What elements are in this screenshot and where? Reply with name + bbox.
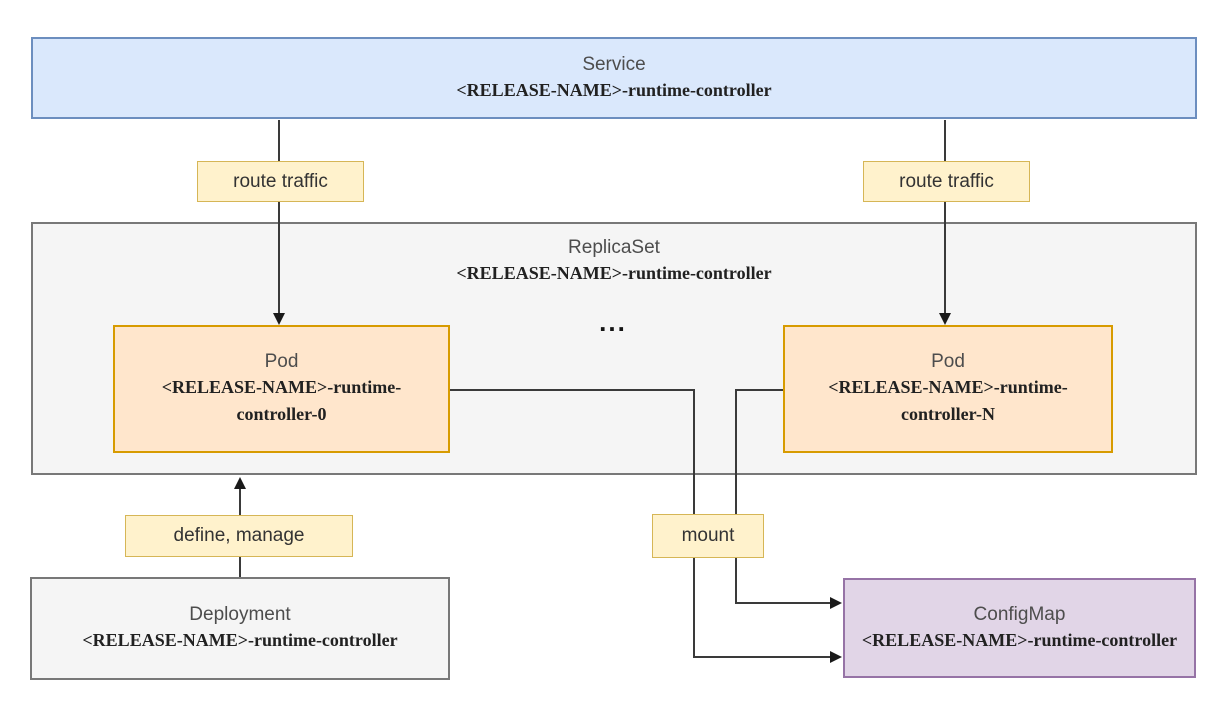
service-title: Service	[582, 53, 646, 75]
deployment-name: <RELEASE-NAME>-runtime-controller	[82, 630, 398, 650]
replicaset-title: ReplicaSet	[568, 237, 660, 258]
configmap-title: ConfigMap	[973, 603, 1066, 625]
arrowhead-down-pod0-icon	[273, 313, 285, 325]
arrowhead-down-podn-icon	[939, 313, 951, 325]
edge-service-podn	[944, 120, 946, 314]
arrowhead-up-replicaset-icon	[234, 477, 246, 489]
replicaset-name: <RELEASE-NAME>-runtime-controller	[456, 263, 772, 283]
service-node: Service <RELEASE-NAME>-runtime-controlle…	[31, 37, 1197, 119]
edge-pod0-configmap-h2	[693, 656, 831, 658]
pod-n-name: <RELEASE-NAME>-runtime-controller-N	[828, 377, 1068, 424]
edge-podn-configmap-h2	[735, 602, 831, 604]
route-traffic-left-label: route traffic	[197, 161, 364, 202]
configmap-name: <RELEASE-NAME>-runtime-controller	[861, 629, 1178, 650]
define-manage-label: define, manage	[125, 515, 353, 557]
more-pods-ellipsis: ...	[599, 307, 627, 337]
edge-podn-configmap-v	[735, 389, 737, 604]
edge-service-pod0	[278, 120, 280, 314]
pod-n-node: Pod <RELEASE-NAME>-runtime-controller-N	[783, 325, 1113, 453]
deployment-title: Deployment	[189, 604, 291, 625]
edge-pod0-configmap-h1	[450, 389, 695, 391]
mount-label: mount	[652, 514, 764, 558]
pod-0-name: <RELEASE-NAME>-runtime-controller-0	[161, 377, 402, 424]
service-name: <RELEASE-NAME>-runtime-controller	[456, 79, 772, 100]
pod-n-title: Pod	[931, 351, 965, 372]
deployment-node: Deployment <RELEASE-NAME>-runtime-contro…	[30, 577, 450, 680]
pod-0-title: Pod	[264, 351, 299, 372]
route-traffic-right-label: route traffic	[863, 161, 1030, 202]
arrowhead-right-configmap-upper-icon	[830, 597, 842, 609]
configmap-node: ConfigMap <RELEASE-NAME>-runtime-control…	[843, 578, 1196, 678]
edge-podn-configmap-h1	[737, 389, 783, 391]
pod-0-node: Pod <RELEASE-NAME>-runtime-controller-0	[113, 325, 450, 453]
arrowhead-right-configmap-lower-icon	[830, 651, 842, 663]
